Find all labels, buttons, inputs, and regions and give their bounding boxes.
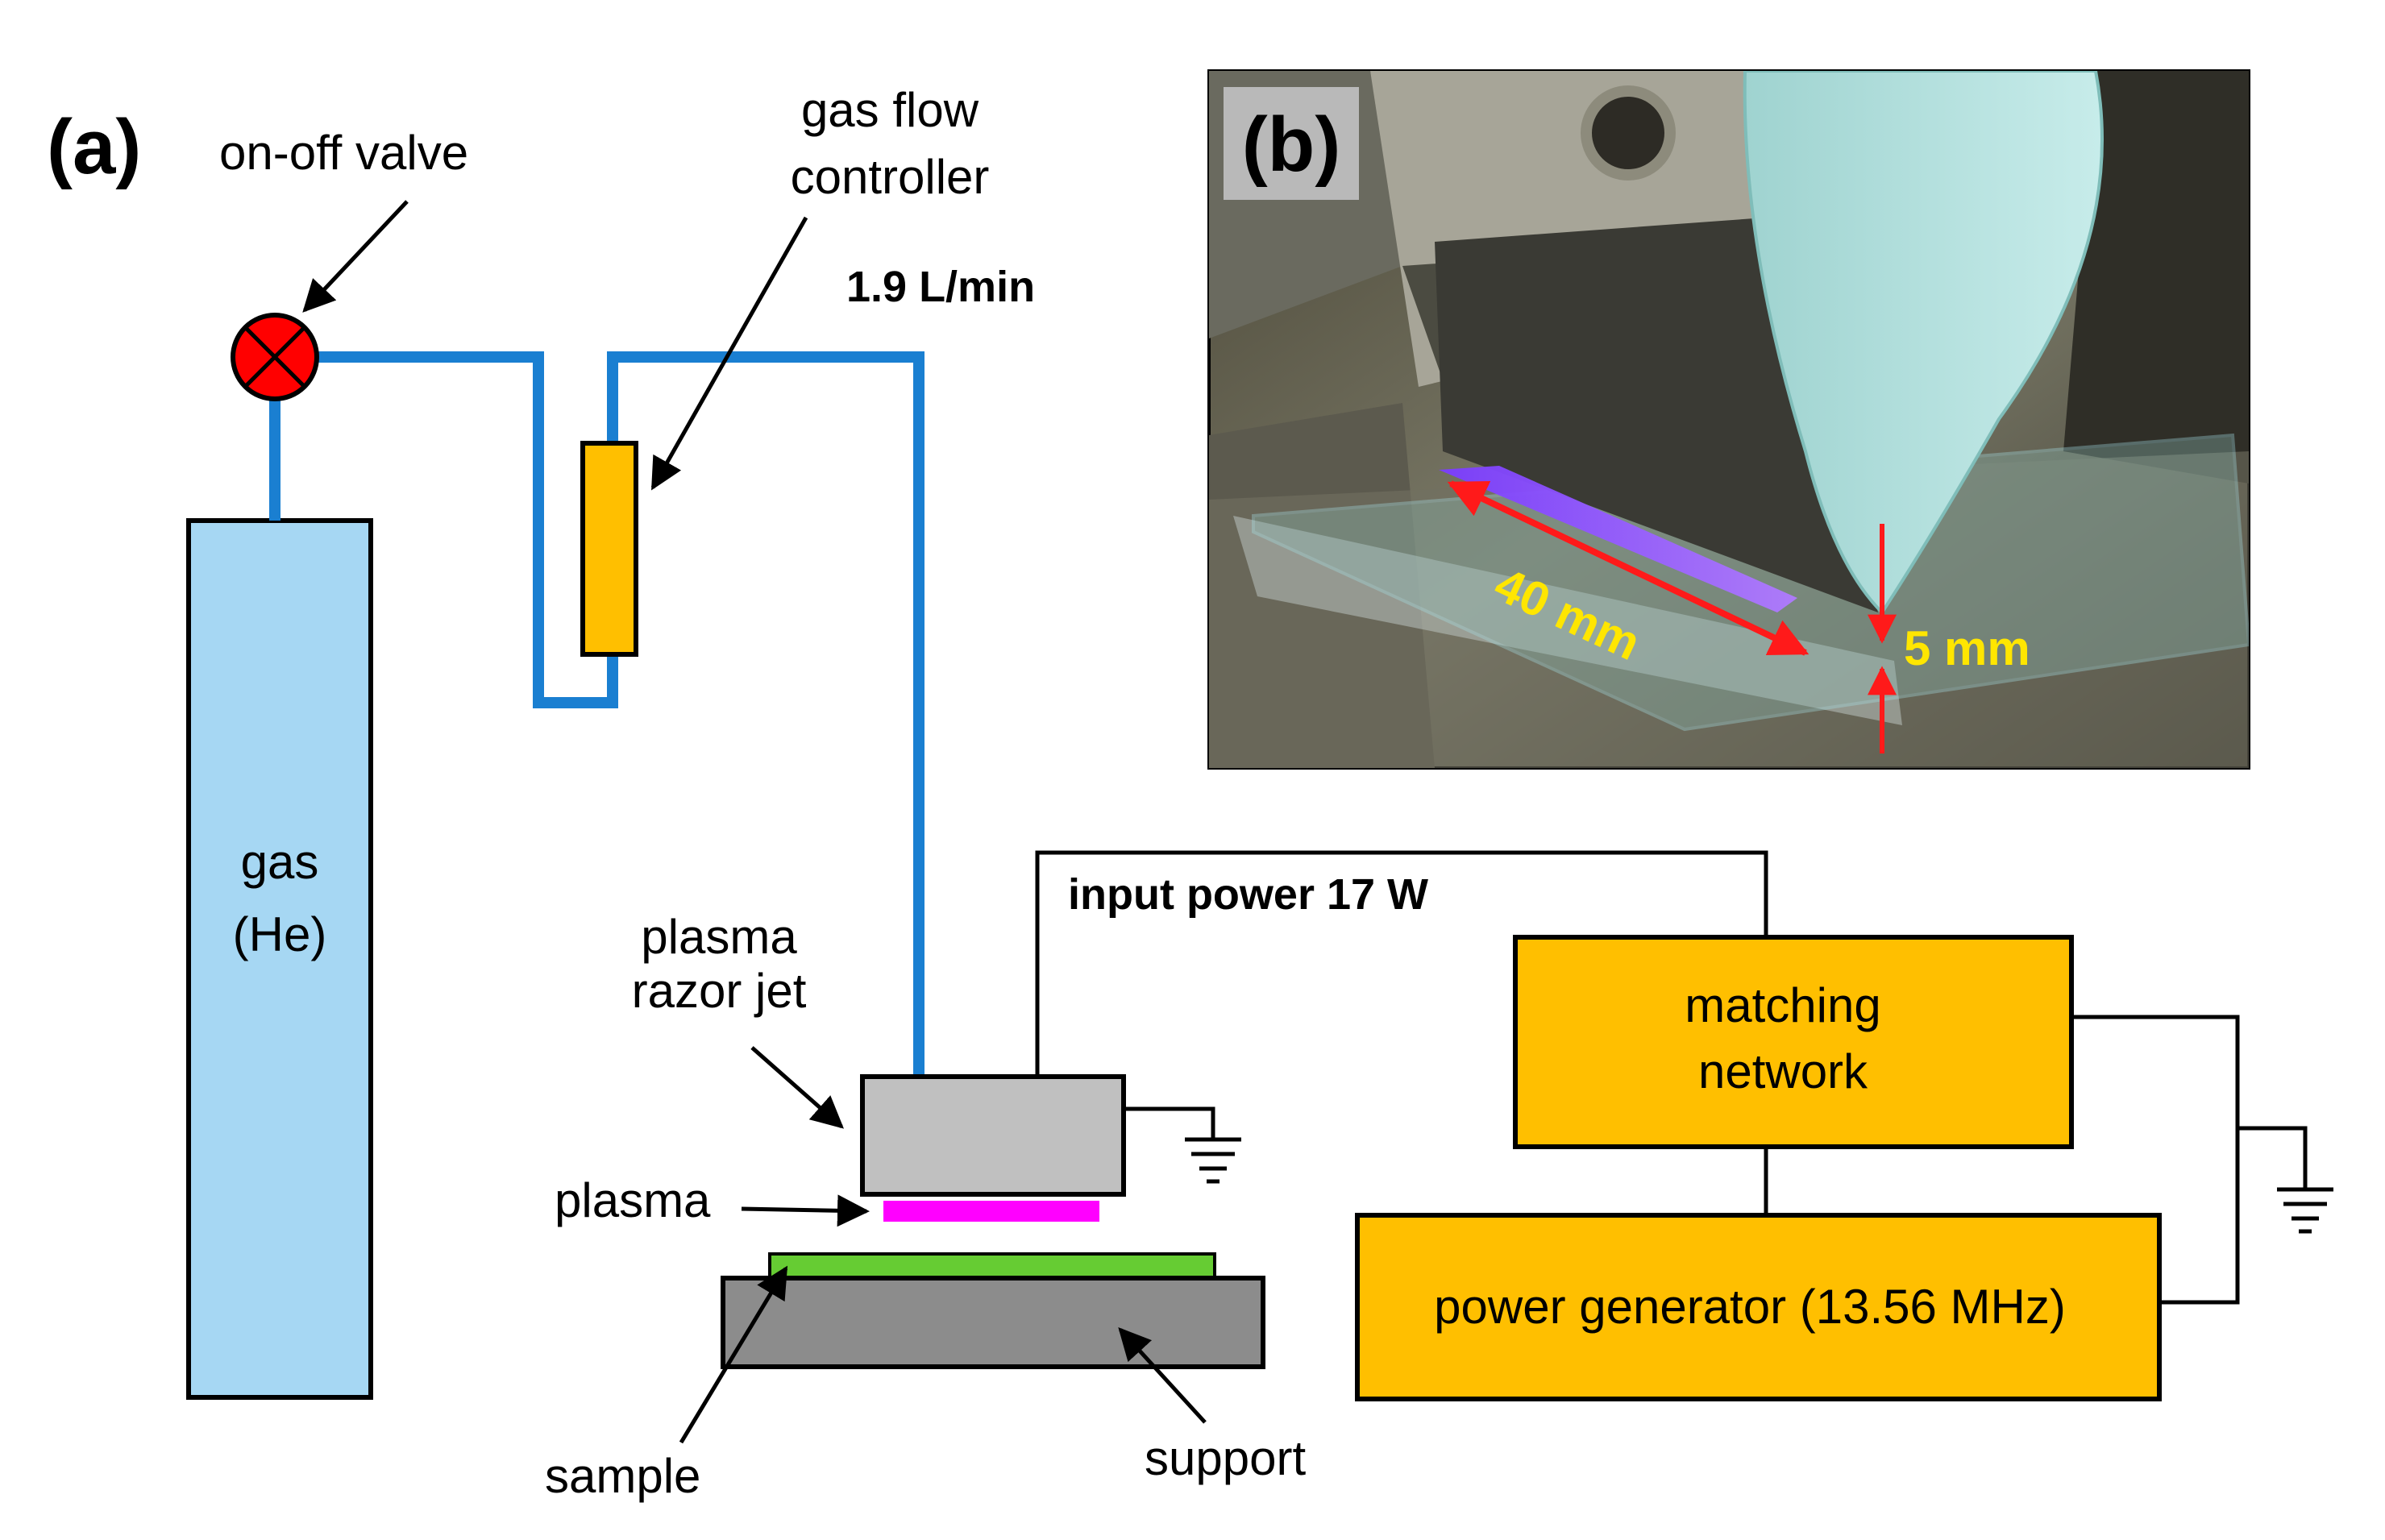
plasma-discharge bbox=[883, 1201, 1099, 1222]
plasma-label: plasma bbox=[555, 1173, 711, 1227]
matching-network bbox=[1513, 935, 2074, 1149]
sample bbox=[768, 1252, 1216, 1280]
plasma-razor-jet-label-line2: razor jet bbox=[632, 964, 807, 1018]
on-off-valve-icon bbox=[231, 313, 319, 401]
panel-a-tag: (a) bbox=[47, 104, 141, 190]
system-ground-icon bbox=[2071, 1015, 2333, 1305]
gap-label: 5 mm bbox=[1904, 621, 2030, 675]
on-off-valve-label: on-off valve bbox=[219, 126, 468, 180]
gas-flow-controller-label-line2: controller bbox=[791, 150, 990, 204]
power-cable bbox=[1035, 850, 1768, 1077]
power-generator-label: power generator (13.56 MHz) bbox=[1434, 1280, 2066, 1334]
sample-label: sample bbox=[545, 1449, 700, 1503]
sample-pointer bbox=[679, 1265, 788, 1444]
panel-b-tag: (b) bbox=[1242, 102, 1341, 188]
panel-b-tag-box bbox=[1224, 87, 1359, 200]
gas-flow-controller-pointer bbox=[650, 216, 808, 491]
gas-cylinder bbox=[186, 518, 373, 1400]
input-power-label: input power 17 W bbox=[1068, 870, 1428, 919]
length-dimension-arrow bbox=[1447, 480, 1810, 656]
plasma-razor-jet-label-line1: plasma bbox=[641, 910, 797, 964]
power-generator bbox=[1355, 1213, 2162, 1401]
jet-ground-icon bbox=[1124, 1106, 1241, 1184]
plasma-razor-jet-pointer bbox=[750, 1046, 844, 1129]
gas-flow-controller-label-line1: gas flow bbox=[801, 83, 979, 137]
on-off-valve-pointer bbox=[302, 200, 409, 313]
matching-network-label-line1: matching bbox=[1685, 978, 1880, 1032]
gas-flow-controller bbox=[580, 441, 638, 657]
support bbox=[721, 1276, 1265, 1369]
plasma-pointer bbox=[741, 1194, 870, 1227]
gas-cylinder-label-line1: gas bbox=[241, 835, 319, 889]
flow-rate-label: 1.9 L/min bbox=[846, 263, 1035, 311]
support-pointer bbox=[1118, 1327, 1207, 1424]
gas-cylinder-label-line2: (He) bbox=[233, 907, 327, 961]
plasma-razor-jet bbox=[860, 1074, 1126, 1197]
matching-network-label-line2: network bbox=[1698, 1044, 1868, 1098]
support-label: support bbox=[1145, 1431, 1306, 1485]
photo-panel: (b) 40 mm 5 mm bbox=[1207, 69, 2250, 770]
